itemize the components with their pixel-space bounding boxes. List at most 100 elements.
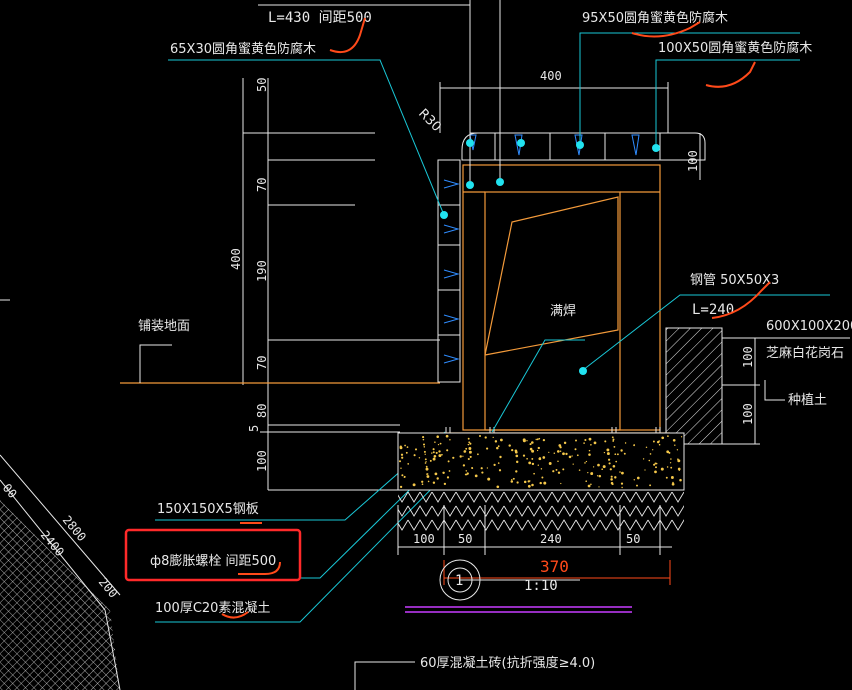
paving-hatch-area [0, 500, 120, 690]
concrete-aggregate [542, 456, 546, 459]
concrete-aggregate [400, 453, 404, 456]
concrete-aggregate [401, 474, 404, 477]
concrete-aggregate [459, 455, 462, 458]
top-dimensions: 400 100 R30 [415, 69, 701, 180]
concrete-aggregate [661, 436, 665, 440]
concrete-aggregate [531, 449, 535, 453]
dim-left-50: 50 [255, 78, 269, 92]
concrete-aggregate [443, 482, 447, 486]
section-mark: 1 1:10 [405, 559, 632, 613]
concrete-aggregate [445, 434, 449, 438]
label-pipe: 钢管 50X50X3 [690, 273, 779, 288]
concrete-aggregate [541, 476, 544, 479]
concrete-aggregate [424, 453, 426, 455]
concrete-speckle [398, 434, 683, 489]
concrete-aggregate [571, 455, 573, 457]
concrete-aggregate [655, 462, 658, 465]
concrete-aggregate [604, 440, 607, 443]
concrete-aggregate [467, 443, 470, 446]
concrete-footing [397, 432, 685, 532]
concrete-aggregate [677, 467, 681, 471]
callout-dot-8 [579, 367, 587, 375]
concrete-aggregate [619, 471, 621, 473]
concrete-aggregate [679, 478, 682, 482]
concrete-aggregate [436, 435, 439, 438]
label-brick: 60厚混凝土砖(抗折强度≥4.0) [420, 655, 595, 671]
concrete-aggregate [533, 472, 535, 475]
label-wood65: 65X30圆角蜜黄色防腐木 [170, 41, 316, 57]
concrete-aggregate [609, 468, 612, 471]
callout-dot-2 [496, 178, 504, 186]
concrete-aggregate [590, 444, 592, 446]
concrete-aggregate [449, 438, 451, 441]
concrete-aggregate [610, 475, 613, 478]
concrete-aggregate [463, 450, 466, 453]
concrete-aggregate [678, 469, 681, 472]
concrete-aggregate [434, 441, 436, 443]
concrete-aggregate [598, 474, 602, 478]
concrete-aggregate [500, 438, 503, 442]
concrete-aggregate [562, 468, 565, 471]
callout-dot-3 [517, 139, 525, 147]
label-wood95: 95X50圆角蜜黄色防腐木 [582, 10, 728, 26]
concrete-aggregate [432, 457, 436, 461]
concrete-aggregate [633, 479, 636, 481]
concrete-aggregate [446, 476, 450, 479]
concrete-aggregate [633, 444, 636, 447]
concrete-aggregate [471, 467, 474, 469]
concrete-aggregate [493, 463, 496, 467]
concrete-aggregate [412, 483, 416, 487]
concrete-aggregate [434, 472, 438, 476]
concrete-aggregate [530, 441, 534, 444]
concrete-aggregate [653, 463, 656, 466]
concrete-aggregate [486, 467, 489, 469]
concrete-aggregate [452, 456, 455, 459]
concrete-aggregate [555, 468, 558, 471]
concrete-aggregate [467, 457, 470, 461]
callout-dot-5 [652, 144, 660, 152]
concrete-aggregate [425, 467, 429, 471]
dim-bottom-50b: 50 [626, 532, 640, 546]
concrete-aggregate [480, 467, 483, 470]
concrete-aggregate [597, 463, 600, 467]
concrete-aggregate [680, 436, 683, 438]
bench-assembly: 满焊 [437, 132, 706, 440]
concrete-aggregate [677, 459, 681, 463]
concrete-aggregate [497, 445, 500, 448]
concrete-aggregate [423, 446, 426, 448]
concrete-aggregate [560, 482, 562, 485]
concrete-aggregate [431, 452, 433, 454]
dim-left-400: 400 [229, 248, 243, 270]
concrete-aggregate [399, 446, 403, 450]
concrete-aggregate [584, 462, 586, 464]
concrete-aggregate [438, 454, 442, 458]
label-granite: 芝麻白花岗石 [766, 345, 844, 361]
concrete-aggregate [592, 466, 595, 468]
concrete-aggregate [478, 434, 482, 438]
concrete-aggregate [529, 443, 532, 446]
concrete-aggregate [575, 439, 577, 442]
concrete-aggregate [405, 451, 408, 454]
concrete-aggregate [606, 448, 610, 452]
concrete-aggregate [424, 462, 427, 464]
markup-squiggles [221, 17, 771, 619]
concrete-aggregate [464, 473, 467, 476]
concrete-aggregate [572, 463, 574, 465]
concrete-aggregate [670, 466, 673, 469]
concrete-aggregate [435, 451, 438, 454]
concrete-aggregate [511, 479, 513, 481]
concrete-aggregate [426, 475, 430, 478]
concrete-aggregate [406, 446, 409, 448]
dim-bottom-370: 370 [540, 557, 569, 576]
concrete-aggregate [425, 461, 427, 463]
concrete-aggregate [562, 452, 565, 456]
screw-marks-side [443, 179, 460, 364]
concrete-aggregate [535, 438, 537, 441]
concrete-aggregate [644, 469, 646, 471]
concrete-aggregate [437, 444, 440, 446]
concrete-aggregate [642, 458, 645, 460]
dim-bottom-240: 240 [540, 532, 562, 546]
concrete-aggregate [584, 438, 587, 442]
section-scale: 1:10 [524, 578, 558, 594]
